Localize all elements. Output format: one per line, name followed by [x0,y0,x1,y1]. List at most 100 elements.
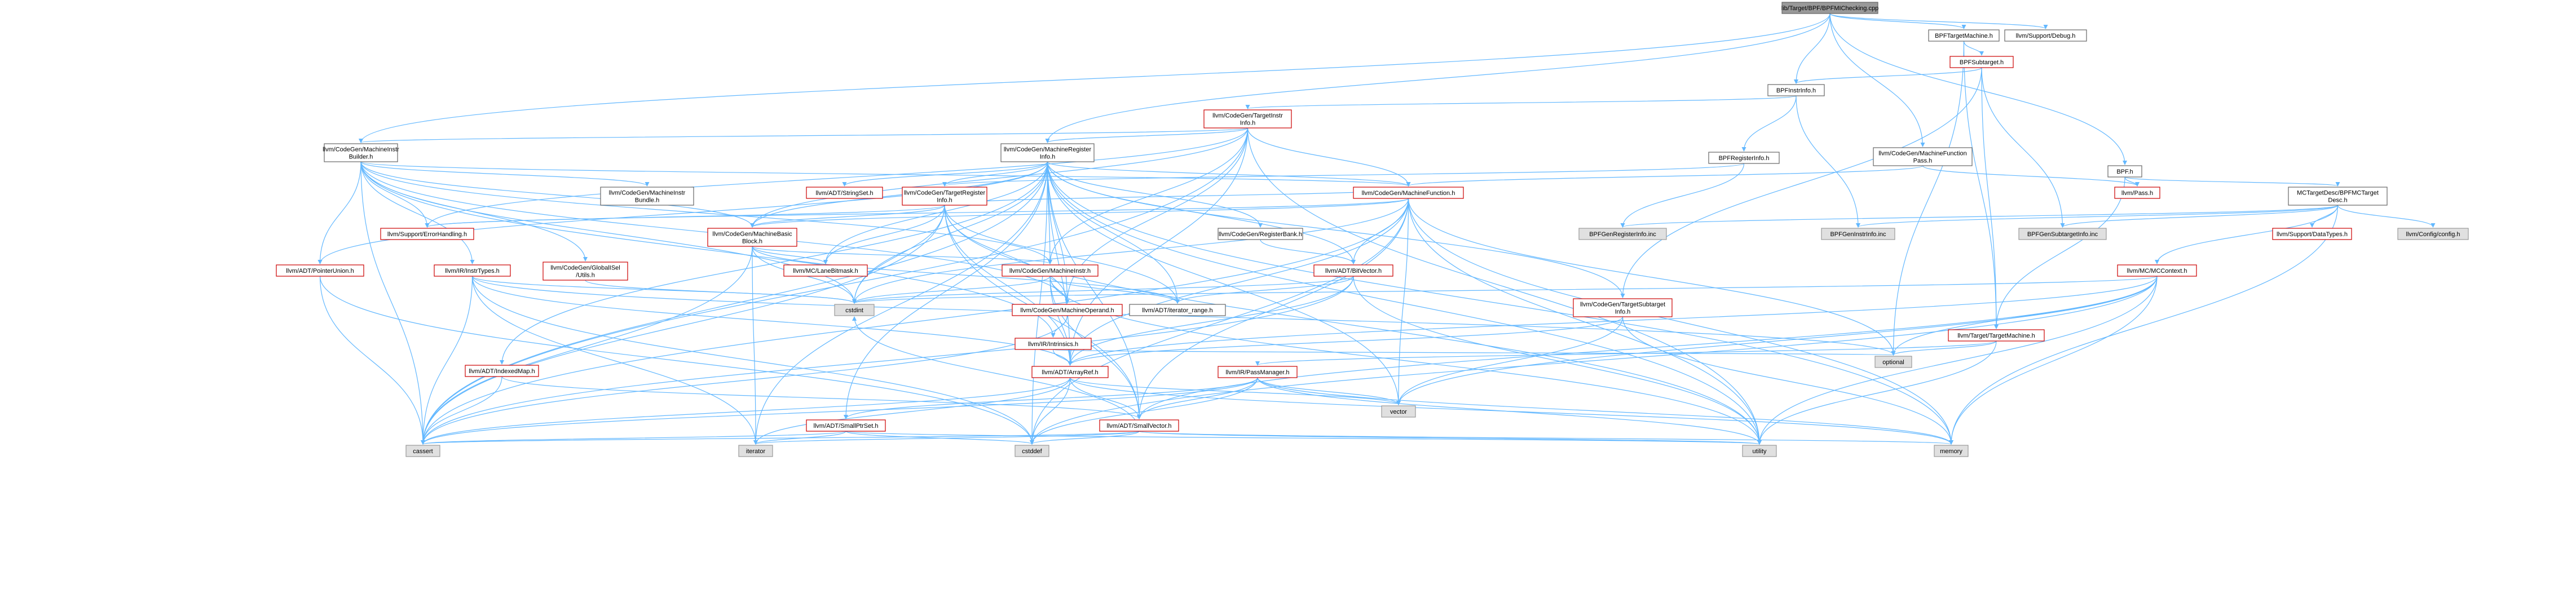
edge-mctd-to-geninstr [1856,205,2339,228]
edge-mi-to-arrayref [1049,276,1073,366]
node-box [1031,366,1109,378]
edge-mib-to-mf [360,161,1410,187]
node-lanebm[interactable]: llvm/MC/LaneBitmask.h [783,264,868,277]
edge-ptrunion-to-cassert [319,276,425,445]
node-bpfh[interactable]: BPF.h [2107,165,2142,178]
edge-tii-to-mi [1048,127,1249,264]
node-root[interactable]: lib/Target/BPF/BPFMIChecking.cpp [1781,2,1878,14]
node-smallvec[interactable]: llvm/ADT/SmallVector.h [1099,419,1179,432]
node-label: llvm/IR/PassManager.h [1225,369,1289,376]
edge-mri-to-arrayref [1047,161,1073,366]
edge-passmgr-to-smallptrset [844,377,1258,419]
node-box [2272,228,2352,240]
node-label: cassert [413,448,433,455]
node-gensub[interactable]: BPFGenSubtargetInfo.inc [2018,228,2107,240]
node-vector[interactable]: vector [1381,405,1416,418]
edge-mctd-to-memory [1949,205,2339,445]
node-dbg[interactable]: llvm/Support/Debug.h [2004,29,2087,42]
node-box [1129,304,1226,316]
node-label: BPFTargetMachine.h [1935,33,1993,39]
node-strset[interactable]: llvm/ADT/StringSet.h [806,187,883,199]
node-config[interactable]: llvm/Config/config.h [2397,228,2469,240]
node-cstddef[interactable]: cstddef [1014,445,1049,457]
node-mo[interactable]: llvm/CodeGen/MachineOperand.h [1012,304,1123,316]
node-memory[interactable]: memory [1934,445,1969,457]
node-subtarget[interactable]: BPFSubtarget.h [1949,56,2014,68]
edge-bitvec-to-utility [1353,276,1762,445]
node-instrinfo[interactable]: BPFInstrInfo.h [1767,84,1825,96]
node-gisel[interactable]: llvm/CodeGen/GlobalISel/Utils.h [542,262,628,281]
node-box [707,228,797,247]
edges-layer [317,13,2436,445]
node-bpfreg[interactable]: BPFRegisterInfo.h [1708,152,1780,164]
node-label: llvm/CodeGen/TargetSubtarget [1580,302,1665,308]
node-utility[interactable]: utility [1742,445,1777,457]
node-label: llvm/CodeGen/MachineInstr.h [1009,268,1091,274]
node-datatypes[interactable]: llvm/Support/DataTypes.h [2272,228,2352,240]
edge-tri-to-cassert [421,205,945,445]
node-box [2114,187,2160,199]
edge-instrtypes-to-cassert [421,276,473,445]
node-ptrunion[interactable]: llvm/ADT/PointerUnion.h [276,264,364,277]
node-cassert[interactable]: cassert [405,445,440,457]
node-arrayref[interactable]: llvm/ADT/ArrayRef.h [1031,366,1109,378]
edge-root-to-bpfh [1829,13,2127,165]
node-label: llvm/CodeGen/TargetRegister [904,190,986,197]
node-label: llvm/Pass.h [2121,190,2153,197]
node-smallptrset[interactable]: llvm/ADT/SmallPtrSet.h [806,419,886,432]
edge-tii-to-mri [1045,127,1249,143]
node-geninstr[interactable]: BPFGenInstrInfo.inc [1821,228,1895,240]
node-mi[interactable]: llvm/CodeGen/MachineInstr.h [1002,264,1099,277]
edge-tm-to-utility [1757,340,1997,445]
edge-mf-to-arrayref [1068,198,1409,366]
node-indexedmap[interactable]: llvm/ADT/IndexedMap.h [465,365,539,377]
edge-smallptrset-to-cassert [421,431,846,445]
node-box [2018,228,2107,240]
node-iterrange[interactable]: llvm/ADT/iterator_range.h [1129,304,1226,316]
node-genreg[interactable]: BPFGenRegisterInfo.inc [1578,228,1667,240]
edge-smallvec-to-memory [1139,431,1953,445]
edge-tsi-to-arrayref [1068,316,1624,366]
node-cstdint[interactable]: cstdint [834,304,875,316]
node-bpftm[interactable]: BPFTargetMachine.h [1928,29,2000,42]
node-box [1742,445,1777,457]
node-box [806,187,883,199]
node-box [1000,143,1095,162]
node-bitvec[interactable]: llvm/ADT/BitVector.h [1313,264,1393,277]
node-optional[interactable]: optional [1874,356,1912,368]
edge-arrayref-to-cstddef [1030,377,1071,445]
node-mccontext[interactable]: llvm/MC/MCContext.h [2117,264,2197,277]
node-passmgr[interactable]: llvm/IR/PassManager.h [1218,366,1298,378]
edge-mib-to-ptrunion [317,161,361,264]
node-label: llvm/ADT/iterator_range.h [1142,307,1212,314]
edge-root-to-dbg [1829,13,2048,29]
node-tm[interactable]: llvm/Target/TargetMachine.h [1948,329,2045,342]
node-pass[interactable]: llvm/Pass.h [2114,187,2160,199]
node-label: cstddef [1022,448,1042,455]
node-box [600,187,694,206]
edge-tii-to-arrayref [1068,127,1249,366]
edge-mf-to-vector [1396,198,1409,405]
edge-mf-to-mbb [750,198,1409,228]
node-box [276,264,364,277]
node-errh[interactable]: llvm/Support/ErrorHandling.h [380,228,474,240]
node-mf[interactable]: llvm/CodeGen/MachineFunction.h [1353,187,1464,199]
node-label: llvm/Config/config.h [2406,231,2460,238]
edge-mccontext-to-utility [1757,276,2158,445]
edge-tri-to-iterrange [944,205,1180,304]
edge-tsi-to-vector [1396,316,1624,405]
node-intrinsics[interactable]: llvm/IR/Intrinsics.h [1014,338,1092,350]
node-instrtypes[interactable]: llvm/IR/InstrTypes.h [434,264,511,277]
node-iterator[interactable]: iterator [738,445,773,457]
node-rb[interactable]: llvm/CodeGen/RegisterBank.h [1218,228,1303,240]
